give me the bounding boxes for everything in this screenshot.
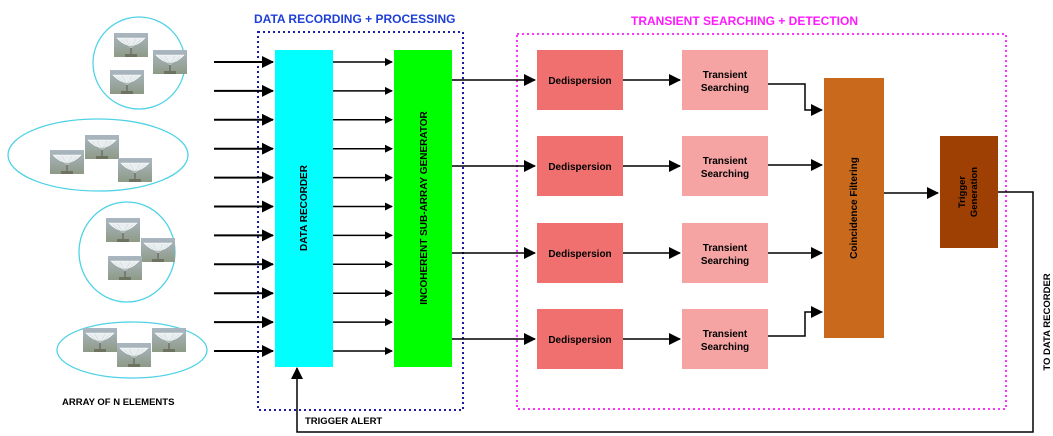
radio-dish-icon xyxy=(151,327,187,353)
radio-dish-icon xyxy=(82,327,118,353)
transient-label-line1: Transient xyxy=(703,243,748,254)
subarray-generator-label: INCOHERENT SUB-ARRAY GENERATOR xyxy=(419,110,430,304)
radio-dish-icon xyxy=(152,49,188,75)
to-data-recorder-label: TO DATA RECORDER xyxy=(1042,273,1053,370)
radio-dish-icon xyxy=(109,69,145,95)
trigger-feedback-line xyxy=(291,191,1034,433)
transient-searching-block: Transient Searching xyxy=(682,223,768,283)
coincidence-filtering-label: Coincidence Filtering xyxy=(849,157,860,259)
antenna-group-3 xyxy=(78,201,176,303)
transient-label-line1: Transient xyxy=(703,156,748,167)
dedispersion-block: Dedispersion xyxy=(537,50,623,110)
transient-searching-block: Transient Searching xyxy=(682,50,768,110)
dedispersion-label: Dedispersion xyxy=(548,162,611,173)
data-recorder-block xyxy=(275,50,333,367)
dedispersion-block: Dedispersion xyxy=(537,223,623,283)
recorder-to-generator-arrows xyxy=(333,58,393,355)
coincidence-filtering-block xyxy=(824,78,884,338)
radio-dish-icon xyxy=(84,134,120,160)
antenna-group-1 xyxy=(92,16,188,110)
transient-label-line1: Transient xyxy=(703,70,748,81)
transient-searching-block: Transient Searching xyxy=(682,309,768,369)
dedispersion-label: Dedispersion xyxy=(548,335,611,346)
data-recording-group-title: DATA RECORDING + PROCESSING xyxy=(254,12,455,26)
dedispersion-label: Dedispersion xyxy=(548,249,611,260)
generator-to-dedispersion-arrows xyxy=(452,74,536,345)
radio-dish-icon xyxy=(107,255,143,281)
transient-detection-group-box xyxy=(516,33,1007,410)
transient-label-line2: Searching xyxy=(701,83,749,94)
data-recorder-label: DATA RECORDER xyxy=(299,164,310,251)
antenna-group-4 xyxy=(56,321,208,379)
transient-to-coincidence-arrows xyxy=(768,83,823,337)
array-label: ARRAY OF N ELEMENTS xyxy=(62,397,174,408)
radio-dish-icon xyxy=(113,32,149,58)
trigger-generation-block xyxy=(940,136,998,248)
dedispersion-label: Dedispersion xyxy=(548,76,611,87)
input-arrows xyxy=(214,56,274,357)
radio-dish-icon xyxy=(117,157,153,183)
radio-dish-icon xyxy=(116,342,152,368)
transient-label-line2: Searching xyxy=(701,169,749,180)
transient-detection-group-title: TRANSIENT SEARCHING + DETECTION xyxy=(631,14,858,28)
antenna-group-2 xyxy=(7,118,189,192)
transient-label-line2: Searching xyxy=(701,342,749,353)
data-recording-group-box xyxy=(257,31,464,411)
radio-dish-icon xyxy=(49,149,85,175)
dedispersion-to-transient-arrows xyxy=(623,74,681,345)
trigger-alert-label: TRIGGER ALERT xyxy=(305,416,382,427)
trigger-generation-label-line2: Generation xyxy=(969,167,980,217)
dedispersion-block: Dedispersion xyxy=(537,136,623,196)
trigger-generation-label-line1: Trigger xyxy=(957,176,968,209)
transient-label-line1: Transient xyxy=(703,329,748,340)
radio-dish-icon xyxy=(140,237,176,263)
transient-searching-block: Transient Searching xyxy=(682,136,768,196)
radio-dish-icon xyxy=(105,217,141,243)
dedispersion-block: Dedispersion xyxy=(537,309,623,369)
subarray-generator-block xyxy=(394,50,452,367)
transient-label-line2: Searching xyxy=(701,256,749,267)
